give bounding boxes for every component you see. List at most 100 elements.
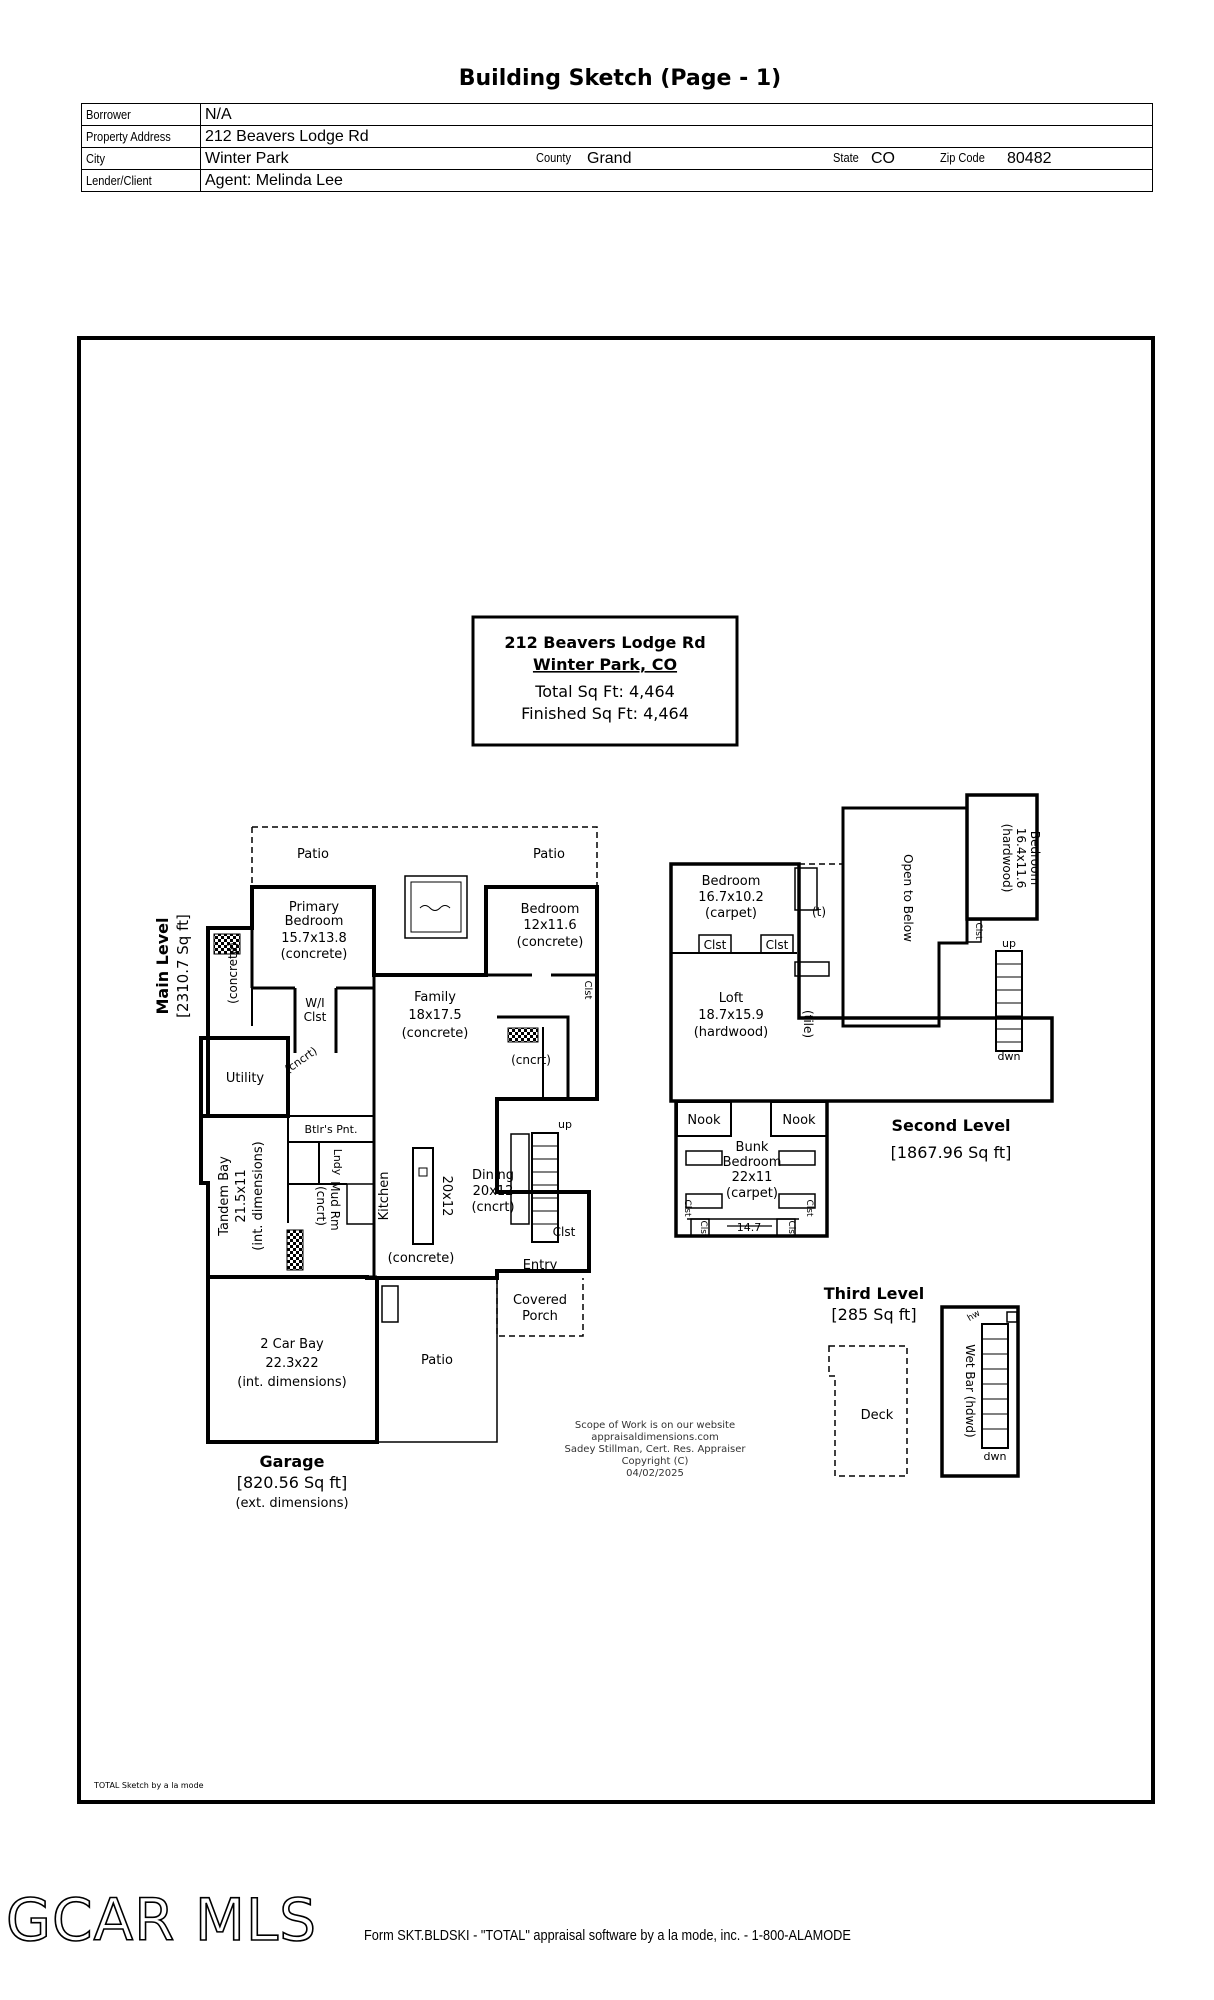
porch-label-1: Covered (513, 1293, 567, 1308)
county-value: Grand (587, 150, 632, 167)
bed3-label-3: (hardwood) (1000, 824, 1014, 893)
zip-label: Zip Code (940, 150, 985, 165)
third-level-plan (828, 1305, 1020, 1478)
wetbar-label: Wet Bar (hdwd) (963, 1344, 977, 1437)
family-label-2: 18x17.5 (408, 1008, 461, 1023)
tandem-label-1: Tandem Bay (217, 1156, 232, 1237)
credit-line-4: Copyright (C) (622, 1456, 689, 1467)
clst-d-label: Clst (682, 1199, 692, 1216)
loft-label-3: (hardwood) (694, 1025, 769, 1040)
clst-e-label: Clst (698, 1220, 708, 1237)
clst-main-label: Clst (582, 981, 593, 1000)
bed2-label-2: 16.7x10.2 (698, 890, 764, 905)
kitchen-label: Kitchen (377, 1172, 392, 1221)
hw-label: hw (966, 1309, 982, 1324)
city-label: City (86, 151, 106, 166)
sketch-credit: TOTAL Sketch by a la mode (93, 1781, 204, 1790)
car-label-3: (int. dimensions) (237, 1375, 346, 1390)
borrower-row: Borrower N/A (81, 103, 1153, 126)
car-label-1: 2 Car Bay (260, 1337, 324, 1352)
borrower-value: N/A (205, 105, 232, 123)
dwn3-label: dwn (984, 1450, 1007, 1463)
btlr-label: Btlr's Pnt. (305, 1123, 358, 1136)
dwn2-label: dwn (998, 1050, 1021, 1063)
clst-g-label: Clst (786, 1220, 796, 1237)
property-info-table: Borrower N/A Property Address 212 Beaver… (81, 103, 1153, 192)
lndy-label: Lndy (331, 1149, 344, 1176)
bunk-label-3: 22x11 (732, 1170, 773, 1185)
loft-label-2: 18.7x15.9 (698, 1008, 764, 1023)
state-label: State (833, 150, 859, 165)
entry-label: Entry (523, 1258, 558, 1273)
clst-b-label: Clst (766, 938, 789, 952)
dining-label-1: Dining (472, 1168, 514, 1183)
wi-label-2: Clst (304, 1010, 327, 1024)
credit-line-5: 04/02/2025 (626, 1468, 684, 1479)
bunk-label-2: Bedroom (723, 1155, 782, 1170)
address-row: Property Address 212 Beavers Lodge Rd (81, 125, 1153, 148)
utility-label: Utility (226, 1071, 265, 1086)
summary-address: 212 Beavers Lodge Rd (504, 633, 705, 652)
second-level-name: Second Level (891, 1116, 1010, 1135)
room-patio: Patio (297, 847, 329, 862)
garage-name: Garage (260, 1452, 325, 1471)
clst-c-label: Clst (973, 922, 983, 939)
summary-city: Winter Park, CO (533, 655, 677, 674)
up2-label: up (1002, 937, 1016, 950)
page-title: Building Sketch (Page - 1) (458, 66, 782, 91)
dining-label-2: 20x12 (473, 1184, 514, 1199)
dim-147-label: 14.7 (737, 1221, 762, 1234)
bunk-label-1: Bunk (736, 1140, 769, 1155)
zip-value: 80482 (1007, 150, 1052, 167)
borrower-label: Borrower (86, 107, 131, 122)
bed2-label-1: Bedroom (702, 874, 761, 889)
bed3-label-1: Bedroom (1028, 831, 1042, 885)
open-below-label: Open to Below (901, 854, 915, 942)
garage-area: [820.56 Sq ft] (237, 1473, 348, 1492)
bed-main-label-1: Bedroom (521, 902, 580, 917)
garage-note: (ext. dimensions) (235, 1496, 348, 1511)
clst-stair-label: Clst (553, 1225, 576, 1239)
state-value: CO (871, 150, 895, 167)
bed-main-label-2: 12x11.6 (523, 918, 576, 933)
third-level-area: [285 Sq ft] (831, 1305, 916, 1324)
address-value: 212 Beavers Lodge Rd (205, 127, 369, 145)
main-level-plan (199, 826, 599, 1444)
porch-label-2: Porch (522, 1309, 558, 1324)
up-label: up (558, 1118, 572, 1131)
clst-a-label: Clst (704, 938, 727, 952)
tile-t-label: (t) (812, 905, 826, 919)
tile-label: (tile) (801, 1010, 815, 1038)
bed-main-label-3: (concrete) (517, 935, 584, 950)
second-level-plan (669, 793, 1054, 1238)
kitchen-dim-label: 20x12 (439, 1176, 454, 1217)
car-label-2: 22.3x22 (265, 1356, 318, 1371)
patio-bottom-label: Patio (421, 1353, 453, 1368)
nook-2-label: Nook (782, 1113, 816, 1128)
mud-label-1: Mud Rm (328, 1181, 342, 1230)
bath-cncrt-label: (cncrt) (511, 1053, 551, 1067)
city-value: Winter Park (205, 150, 289, 167)
mud-label-2: (cncrt) (314, 1186, 328, 1226)
credit-line-2: appraisaldimensions.com (591, 1432, 719, 1443)
summary-total: Total Sq Ft: 4,464 (534, 682, 675, 701)
primary-label-3: 15.7x13.8 (281, 931, 347, 946)
bath-concrete-label: (concrete) (226, 942, 240, 1004)
family-label-3: (concrete) (402, 1026, 469, 1041)
third-level-name: Third Level (824, 1284, 925, 1303)
wi-label-1: W/I (305, 996, 324, 1010)
primary-label-1: Primary (289, 900, 340, 915)
primary-label-2: Bedroom (285, 914, 344, 929)
mls-logo: GCAR MLS (5, 1885, 318, 1955)
nook-1-label: Nook (687, 1113, 721, 1128)
bed3-label-2: 16.4x11.6 (1014, 828, 1028, 889)
county-label: County (536, 150, 572, 165)
deck-label: Deck (861, 1408, 894, 1423)
room-patio-right: Patio (533, 847, 565, 862)
bunk-label-4: (carpet) (726, 1186, 778, 1201)
main-level-name: Main Level (153, 918, 172, 1015)
credit-line-1: Scope of Work is on our website (575, 1420, 735, 1431)
address-label: Property Address (86, 129, 171, 144)
tandem-label-3: (int. dimensions) (251, 1141, 266, 1250)
sketch-frame (77, 336, 1155, 1804)
